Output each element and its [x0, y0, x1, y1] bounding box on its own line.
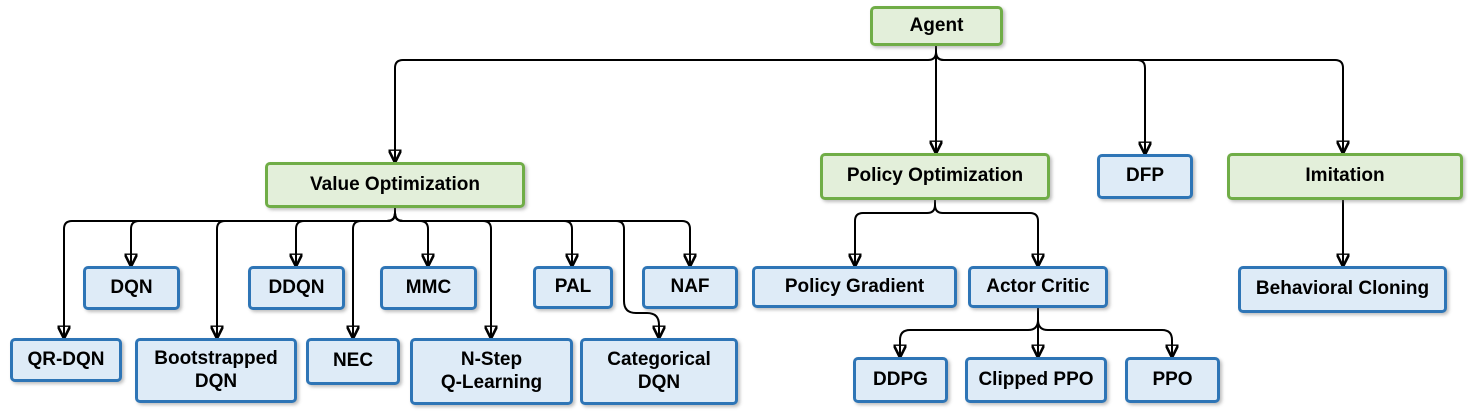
node-dfp: DFP — [1097, 154, 1193, 199]
node-ppo-label: PPO — [1152, 368, 1193, 390]
node-ddqn: DDQN — [248, 266, 345, 310]
node-n-step-q-learning: N-Step Q-Learning — [410, 338, 573, 405]
node-ppo: PPO — [1125, 357, 1220, 403]
node-imitation-label: Imitation — [1305, 165, 1385, 187]
node-mmc: MMC — [380, 266, 477, 310]
node-dqn-label: DQN — [110, 276, 153, 298]
node-actor-critic-label: Actor Critic — [986, 275, 1090, 297]
node-policy-gradient-label: Policy Gradient — [784, 275, 925, 297]
node-nec: NEC — [306, 338, 400, 385]
node-clipped-ppo: Clipped PPO — [965, 357, 1107, 403]
node-dqn: DQN — [83, 266, 180, 310]
node-value-optimization-label: Value Optimization — [310, 173, 480, 195]
node-ddqn-label: DDQN — [268, 276, 325, 298]
node-categorical-dqn: Categorical DQN — [580, 338, 738, 405]
node-actor-critic: Actor Critic — [968, 266, 1108, 308]
edge-value-optimization-pal — [394, 208, 572, 264]
node-imitation: Imitation — [1227, 153, 1463, 200]
node-dfp-label: DFP — [1126, 165, 1164, 187]
node-ddpg-label: DDPG — [873, 368, 928, 390]
node-behavioral-cloning: Behavioral Cloning — [1238, 266, 1447, 313]
edge-agent-dfp — [935, 46, 1145, 152]
edge-value-optimization-ddqn — [296, 208, 396, 264]
edge-actor-critic-ppo — [1037, 308, 1172, 355]
node-mmc-label: MMC — [405, 276, 452, 298]
edge-agent-imitation — [935, 46, 1343, 151]
node-pal: PAL — [533, 266, 613, 309]
node-qr-dqn: QR-DQN — [10, 338, 122, 382]
node-value-optimization: Value Optimization — [265, 162, 525, 208]
node-bootstrapped-dqn: Bootstrapped DQN — [135, 338, 297, 403]
node-n-step-q-learning-label: N-Step Q-Learning — [440, 349, 543, 393]
node-policy-optimization: Policy Optimization — [820, 153, 1050, 200]
edge-value-optimization-dqn — [131, 208, 396, 264]
node-policy-gradient: Policy Gradient — [752, 266, 957, 308]
edge-value-optimization-naf — [394, 208, 690, 264]
edge-value-optimization-mmc — [394, 208, 428, 264]
node-qr-dqn-label: QR-DQN — [27, 348, 105, 370]
node-clipped-ppo-label: Clipped PPO — [978, 368, 1094, 390]
edge-agent-value-optimization — [395, 46, 937, 160]
node-categorical-dqn-label: Categorical DQN — [607, 349, 711, 393]
node-agent: Agent — [870, 6, 1003, 46]
node-bootstrapped-dqn-label: Bootstrapped DQN — [154, 348, 278, 392]
edge-policy-optimization-actor-critic — [934, 200, 1038, 264]
node-policy-optimization-label: Policy Optimization — [846, 165, 1024, 187]
edge-policy-optimization-policy-gradient — [855, 200, 936, 264]
node-behavioral-cloning-label: Behavioral Cloning — [1255, 278, 1430, 300]
node-pal-label: PAL — [554, 276, 592, 298]
node-ddpg: DDPG — [853, 357, 948, 403]
node-agent-label: Agent — [909, 14, 964, 36]
edge-actor-critic-ddpg — [900, 308, 1039, 355]
node-naf-label: NAF — [670, 276, 710, 298]
node-nec-label: NEC — [332, 350, 374, 372]
node-naf: NAF — [642, 266, 738, 309]
